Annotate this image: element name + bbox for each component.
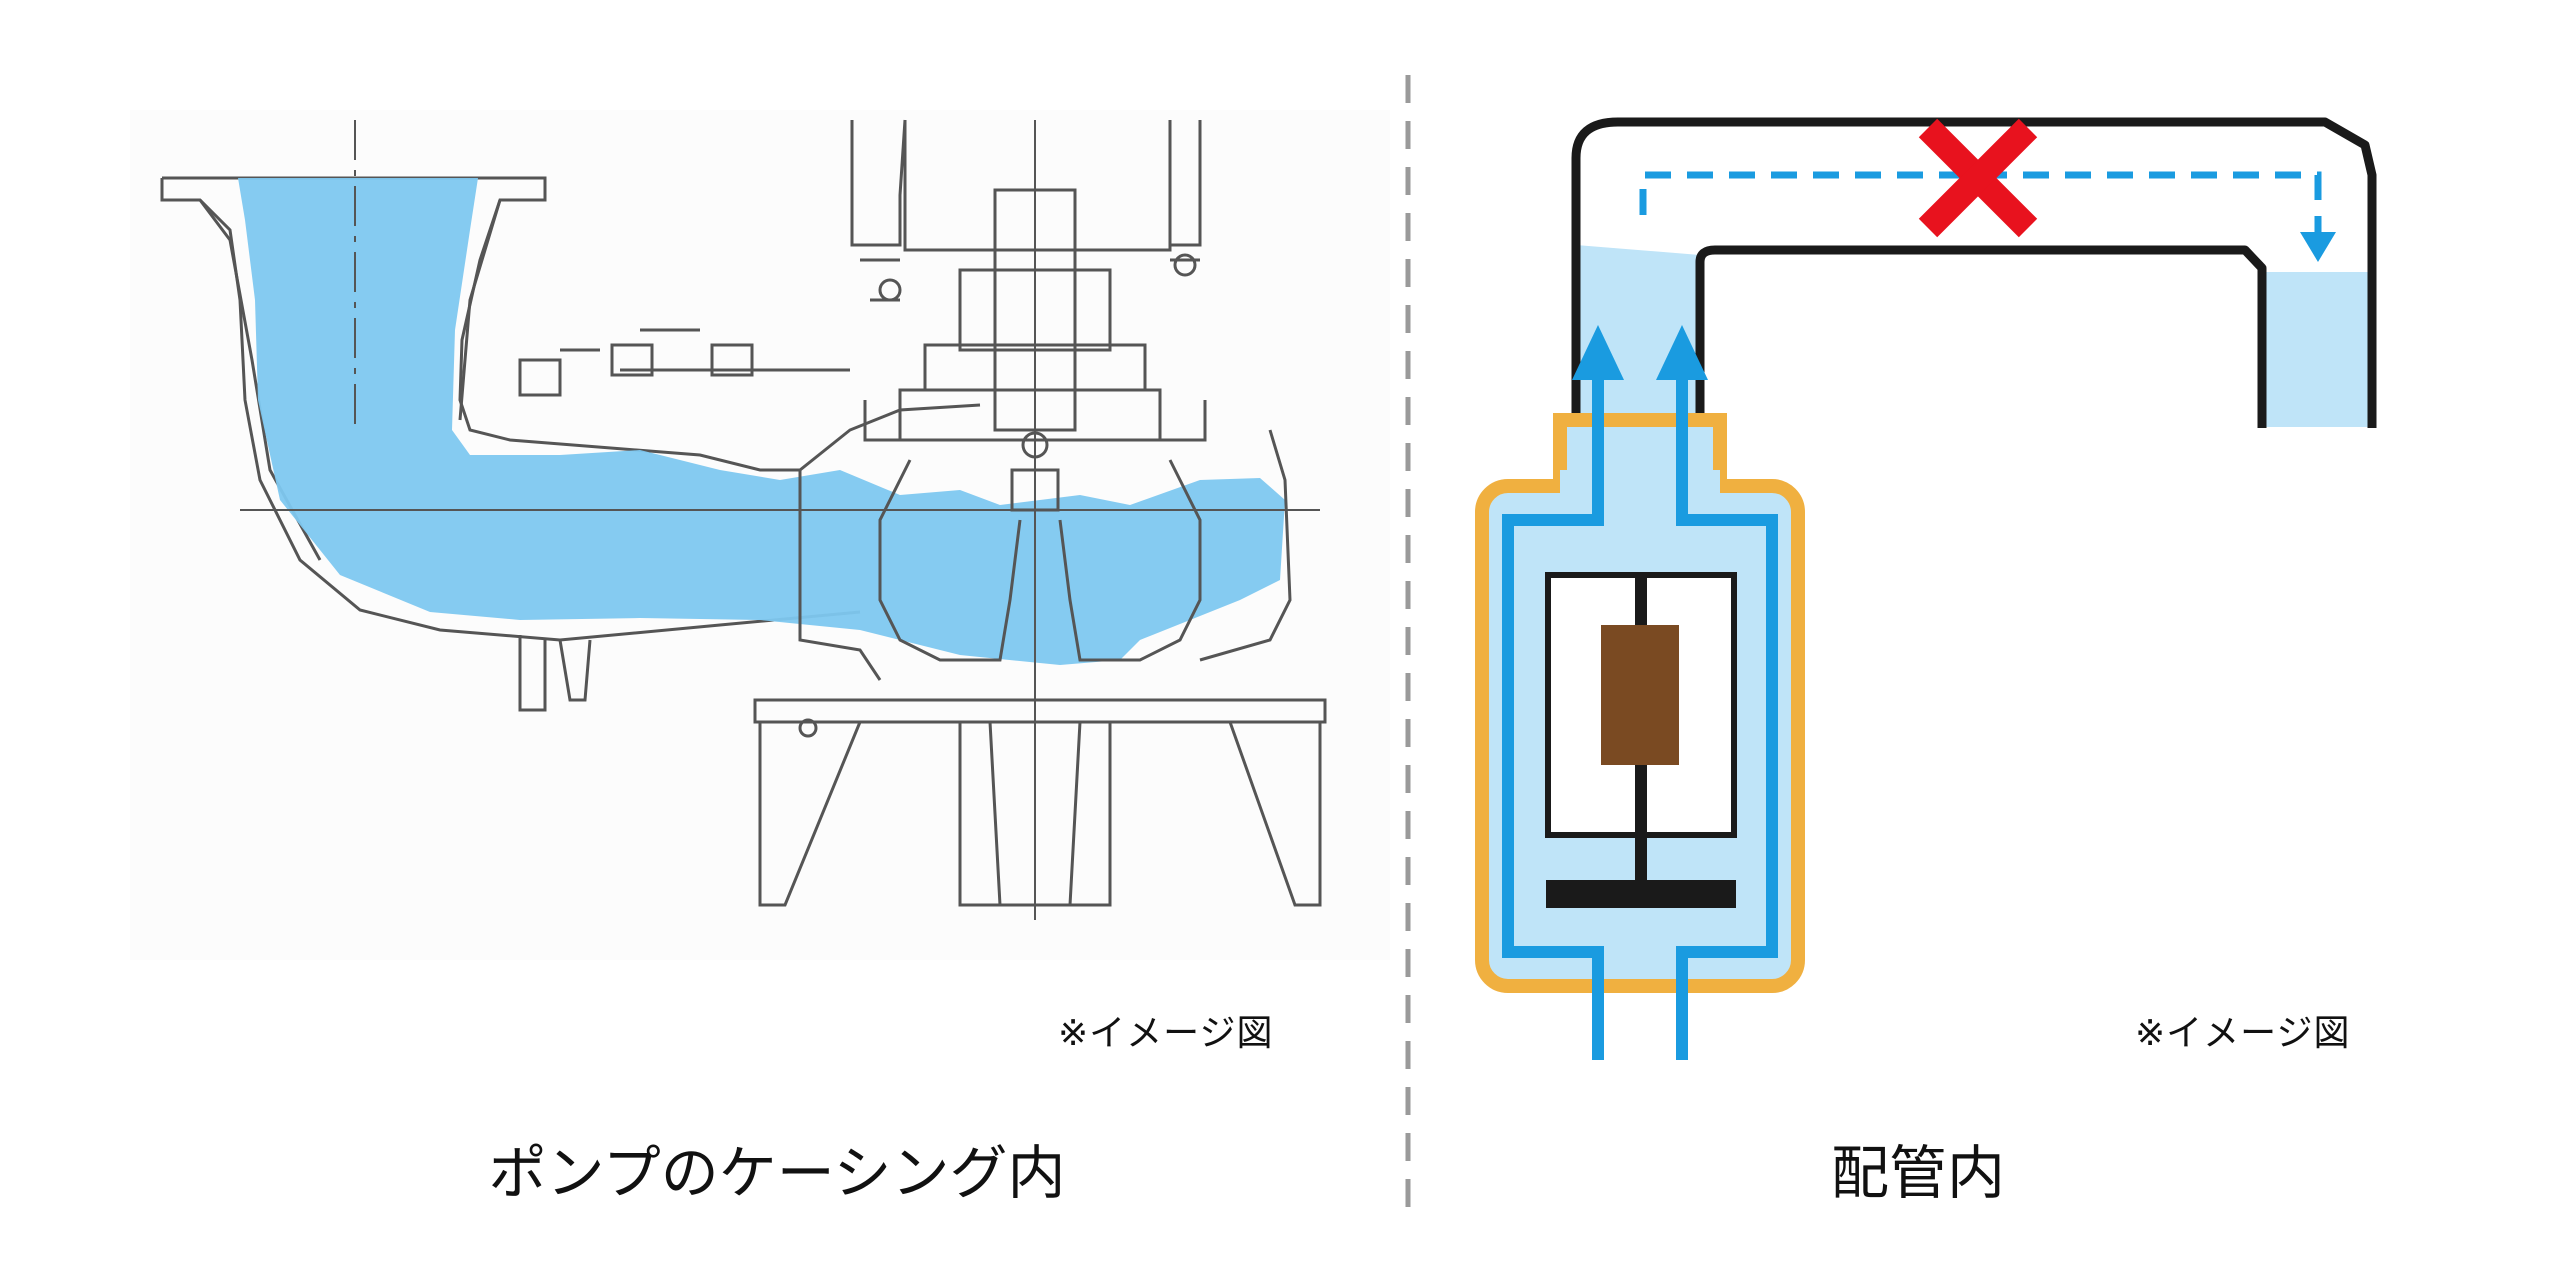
impeller-plate — [1546, 880, 1736, 908]
flow-arrow-icon — [2300, 232, 2336, 262]
discharge-pipe-inner-outline — [1695, 245, 2267, 428]
discharge-pipe-outline — [1571, 117, 2377, 428]
caption-piping: 配管内 — [1830, 1139, 2006, 1207]
pump-casing-diagram — [130, 110, 1390, 960]
water-in-casing — [238, 178, 1285, 665]
flow-arrow-icon — [1572, 325, 1624, 380]
motor-core — [1601, 625, 1679, 765]
pump-unit-neck — [1560, 470, 1720, 500]
suction-elbow-outline — [160, 176, 981, 712]
blocked-flow-path — [1639, 171, 2322, 235]
flow-channels — [1502, 375, 1778, 1060]
piping-diagram — [1475, 117, 2377, 1060]
caption-pump-casing: ポンプのケーシング内 — [488, 1139, 1066, 1207]
water-in-tank — [2262, 272, 2372, 427]
cross-mark-icon — [1918, 118, 2038, 238]
image-note-left: ※イメージ図 — [1058, 1013, 1274, 1054]
image-note-right: ※イメージ図 — [2135, 1013, 2351, 1054]
flow-arrow-icon — [1656, 325, 1708, 380]
impeller-outline — [240, 120, 1320, 681]
motor-housing-outline — [850, 119, 1207, 920]
base-stand-outline — [753, 698, 1327, 907]
